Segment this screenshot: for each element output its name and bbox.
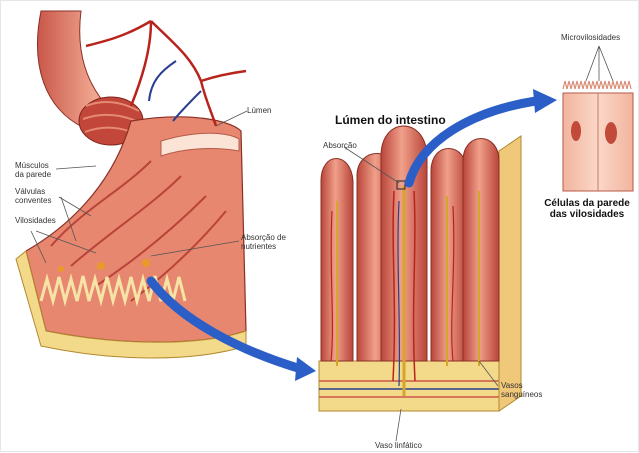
label-musculos-line2: da parede [15, 170, 51, 179]
heading-lumen-intestino: Lúmen do intestino [335, 113, 446, 127]
heading-celulas-parede: Células da parede das vilosidades [537, 198, 637, 220]
villus-cells [563, 81, 633, 191]
label-microvilosidades: Microvilosidades [561, 33, 620, 42]
label-vilosidades: Vilosidades [15, 216, 56, 225]
intestine-tube [16, 11, 246, 358]
label-lumen: Lúmen [247, 106, 271, 115]
label-musculos-line1: Músculos [15, 161, 51, 170]
label-valvulas: Válvulas conventes [15, 187, 51, 205]
label-vasos-line2: sanguíneos [501, 390, 542, 399]
label-vaso-linfatico: Vaso linfático [375, 441, 422, 450]
label-valvulas-line1: Válvulas [15, 187, 51, 196]
villi-block [319, 126, 521, 411]
label-absorcao-nutrientes: Absorção de nutrientes [241, 233, 286, 251]
label-absorcao-nutrientes-line2: nutrientes [241, 242, 286, 251]
heading-celulas-line2: das vilosidades [537, 209, 637, 220]
heading-celulas-line1: Células da parede [537, 198, 637, 209]
label-absorcao: Absorção [323, 141, 357, 150]
label-valvulas-line2: conventes [15, 196, 51, 205]
label-absorcao-nutrientes-line1: Absorção de [241, 233, 286, 242]
label-vasos-line1: Vasos [501, 381, 542, 390]
label-musculos-parede: Músculos da parede [15, 161, 51, 179]
label-vasos-sanguineos: Vasos sanguíneos [501, 381, 542, 399]
